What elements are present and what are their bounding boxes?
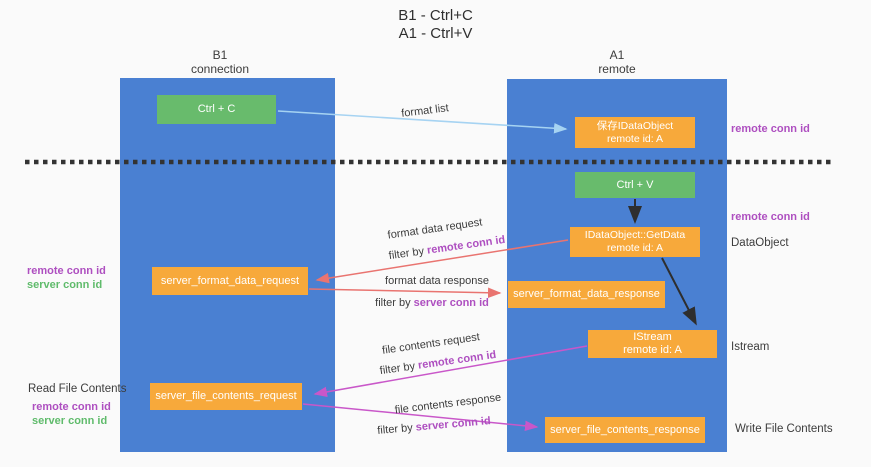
getdata-line2: remote id: A (606, 242, 664, 254)
idataobject-getdata-box: IDataObject::GetData remote id: A (570, 227, 700, 257)
filter-by-text: filter by (375, 297, 414, 309)
lane-header-a1-name: A1 (609, 48, 625, 62)
remote-conn-id-text: remote conn id (426, 233, 506, 257)
server-conn-id-annotation-left-2: server conn id (32, 415, 108, 427)
remote-conn-id-annotation-left-1: remote conn id (27, 265, 106, 277)
server-conn-id-text: server conn id (413, 297, 489, 309)
title-line-2: A1 - Ctrl+V (398, 25, 473, 42)
lane-header-a1: A1 remote (507, 48, 727, 76)
save-idataobject-box: 保存IDataObject remote id: A (575, 117, 695, 148)
filter-by-text: filter by (379, 359, 419, 378)
istream-line1: IStream (633, 331, 672, 343)
server-format-data-request-box: server_format_data_request (152, 267, 308, 295)
filter-by-text: filter by (376, 421, 417, 437)
remote-conn-id-text: remote conn id (417, 348, 497, 372)
getdata-line1: IDataObject::GetData (584, 229, 686, 241)
server-file-contents-response-box: server_file_contents_response (545, 417, 705, 443)
remote-conn-id-annotation-left-2: remote conn id (32, 401, 111, 413)
title-line-1: B1 - Ctrl+C (398, 7, 473, 24)
server-format-data-response-label: server_format_data_response (513, 288, 660, 300)
lane-header-b1-name: B1 (212, 48, 228, 62)
server-file-contents-response-label: server_file_contents_response (550, 423, 700, 436)
filter-by-server-conn-id-label-1: filter by server conn id (375, 297, 489, 309)
server-conn-id-text: server conn id (415, 415, 492, 434)
istream-annotation: Istream (731, 341, 770, 353)
ctrl-v-box: Ctrl + V (575, 172, 695, 198)
server-file-contents-request-box: server_file_contents_request (150, 383, 302, 410)
server-conn-id-annotation-left-1: server conn id (27, 279, 103, 291)
lane-header-b1-sub: connection (190, 62, 250, 76)
save-idataobject-line1: 保存IDataObject (596, 119, 674, 132)
file-contents-response-label: file contents response (394, 391, 502, 417)
ctrl-c-label: Ctrl + C (197, 103, 236, 115)
write-file-contents-annotation: Write File Contents (735, 423, 833, 435)
format-data-response-arrow (308, 287, 502, 298)
dataobject-annotation: DataObject (731, 237, 789, 249)
filter-by-server-conn-id-label-2: filter by server conn id (377, 415, 491, 437)
server-format-data-response-box: server_format_data_response (508, 281, 665, 308)
ctrl-v-label: Ctrl + V (616, 178, 654, 191)
format-data-response-label: format data response (385, 275, 489, 287)
read-file-contents-annotation: Read File Contents (28, 383, 127, 395)
remote-conn-id-annotation-1: remote conn id (731, 123, 810, 135)
lane-header-a1-sub: remote (598, 62, 636, 76)
remote-conn-id-annotation-2: remote conn id (731, 211, 810, 223)
format-list-label: format list (400, 102, 450, 120)
server-file-contents-request-label: server_file_contents_request (155, 390, 297, 402)
istream-box: IStream remote id: A (588, 330, 717, 358)
ctrl-c-box: Ctrl + C (157, 95, 276, 124)
lane-header-b1: B1 connection (120, 48, 320, 76)
istream-line2: remote id: A (623, 344, 682, 356)
filter-by-text: filter by (388, 244, 428, 263)
server-format-data-request-label: server_format_data_request (160, 274, 300, 287)
save-idataobject-line2: remote id: A (606, 132, 664, 145)
diagram-title: B1 - Ctrl+C A1 - Ctrl+V (0, 7, 871, 43)
